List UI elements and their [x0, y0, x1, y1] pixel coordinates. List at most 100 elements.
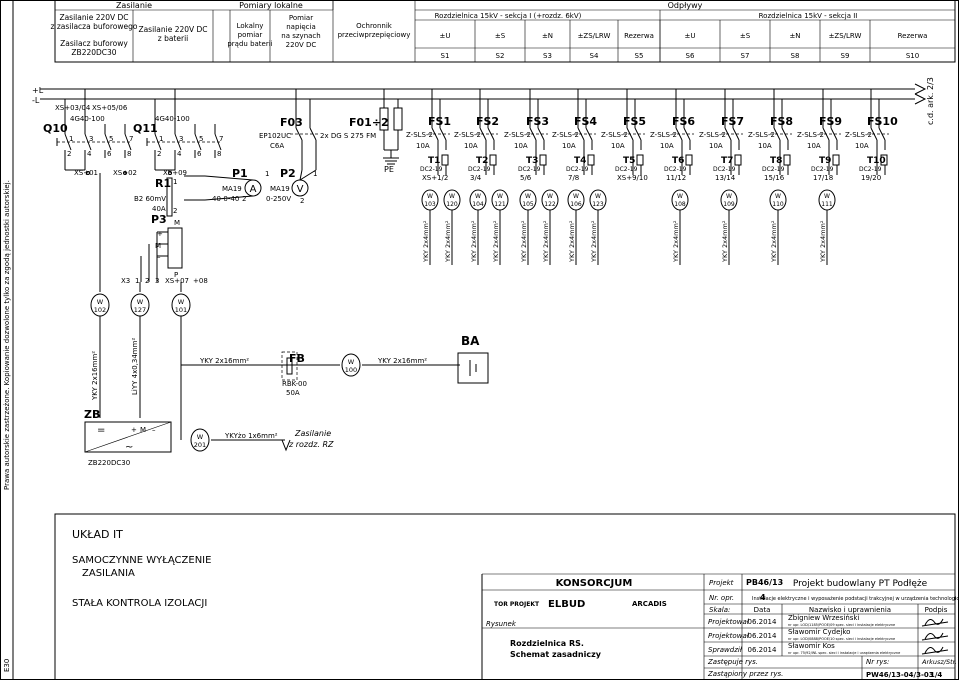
- r1-pin2: 2: [173, 207, 177, 215]
- fs-type: Z-SLS-2: [504, 131, 531, 139]
- xs-output-label: XS+9/10: [617, 174, 648, 182]
- terminal-dot: [168, 171, 172, 175]
- person-license: nr upr. 75/92/WL spec. sieci i instalacj…: [788, 651, 900, 655]
- section1-title: Rozdzielnica 15kV - sekcja I (+rozdz. 6k…: [435, 12, 582, 20]
- col2-line1: Zasilanie 220V DC: [138, 25, 207, 34]
- output-cable-spec: YKY 2x4mm²: [568, 220, 576, 263]
- odplywy-header: Odpływy: [668, 1, 703, 10]
- section2-column: ±U: [685, 32, 696, 40]
- xs0506-label: XS+05/06: [92, 104, 128, 112]
- fs-type: Z-SLS-2: [406, 131, 433, 139]
- f03-rating: C6A: [270, 142, 284, 150]
- nr-rys-value: PW46/13-04/3-03: [866, 671, 934, 679]
- fs-breaker-label: FS10: [867, 115, 898, 128]
- xs-output-label: 13/14: [715, 174, 736, 182]
- surge-arrester: [393, 107, 403, 131]
- fs-type: Z-SLS-2: [552, 131, 579, 139]
- t-relay-label: T7: [721, 156, 733, 166]
- cable-w-number: 122: [544, 201, 556, 208]
- section2-column: ±ZS/LRW: [829, 32, 862, 40]
- t-relay-label: T4: [574, 156, 586, 166]
- q11-pin-top: 5: [199, 135, 203, 143]
- col1-line4: ZB220DC30: [71, 48, 116, 57]
- ground-symbol: [383, 157, 399, 165]
- p2-terminal2: 2: [300, 197, 304, 205]
- xs-output-label: 11/12: [666, 174, 686, 182]
- rysunek-title2: Schemat zasadniczy: [510, 650, 602, 659]
- t-relay-coil: [734, 154, 742, 166]
- wire: [84, 421, 172, 453]
- q11-type: 4G40-100: [155, 115, 190, 123]
- t-relay-label: T2: [476, 156, 488, 166]
- t-relay-label: T3: [526, 156, 538, 166]
- s-column-label: S7: [741, 52, 750, 60]
- continuation-reference: c.d. ark. 2/3: [926, 77, 935, 125]
- q11-label: Q11: [133, 122, 158, 135]
- r1-type: B2 60mV: [134, 195, 166, 203]
- x3-terminal: 2: [145, 277, 149, 285]
- zb-minus: –: [152, 426, 156, 434]
- fs-rating: 10A: [807, 142, 821, 150]
- role-date: 06.2014: [748, 646, 777, 654]
- section1-column: ±ZS/LRW: [578, 32, 611, 40]
- q11-pin-bottom: 6: [197, 150, 202, 158]
- cable-w127-bubble-text: W: [137, 298, 144, 306]
- t-relay-label: T6: [672, 156, 684, 166]
- cable-w-letter: W: [726, 193, 732, 200]
- cable-w-letter: W: [677, 193, 683, 200]
- xs-output-label: 17/18: [813, 174, 833, 182]
- bus-minus-label: -L: [32, 96, 40, 105]
- p2-type: MA19: [270, 185, 290, 193]
- zasilanie-header: Zasilanie: [116, 1, 152, 10]
- xs-output-label: 5/6: [520, 174, 532, 182]
- zb-dc-symbol: =: [97, 425, 105, 436]
- role-label: Projektował: [708, 632, 750, 640]
- q11-pin-bottom: 2: [157, 150, 161, 158]
- title-block-frame: [54, 513, 956, 680]
- nazwisko-header: Nazwisko i uprawnienia: [809, 606, 891, 614]
- zasilanie-rz-label2: z rozdz. RZ: [288, 440, 334, 449]
- t-relay-coil: [832, 154, 840, 166]
- pe-label: PE: [384, 165, 394, 174]
- t-relay-type: DC2-19: [615, 166, 638, 173]
- cable-201-spec: YKYżo 1x6mm²: [224, 432, 278, 440]
- col1-line1: Zasilanie 220V DC: [59, 13, 128, 22]
- q11-pin-top: 7: [219, 135, 223, 143]
- cable-w-number: 104: [472, 201, 484, 208]
- t-relay-type: DC2-19: [420, 166, 443, 173]
- zb-type: ZB220DC30: [88, 459, 130, 467]
- q10-pin-bottom: 4: [87, 150, 92, 158]
- col3-line2: pomiar: [238, 31, 263, 39]
- x3-terminal: 3: [155, 277, 159, 285]
- cable-w-number: 123: [592, 201, 604, 208]
- t-relay-coil: [539, 154, 547, 166]
- signature-scribble: [921, 632, 949, 641]
- cable-w201-bubble-text: W: [197, 433, 204, 441]
- t-relay-label: T10: [867, 156, 886, 166]
- s-column-label: S1: [441, 52, 450, 60]
- t-relay-label: T1: [428, 156, 440, 166]
- tor-projekt-logo: TOR PROJEKT: [494, 601, 540, 608]
- cable-w-number: 110: [772, 201, 784, 208]
- projekt-number: PB46/13: [746, 578, 783, 587]
- p2-label: P2: [280, 167, 296, 180]
- copyright-vertical-text: Prawa autorskie zastrzeżone. Kopiowanie …: [3, 180, 11, 490]
- person-license: nr upr. LOD/1185/POOE/09 spec. sieci i i…: [788, 623, 895, 627]
- role-date: 06.2014: [748, 632, 777, 640]
- p1-range: 40-0-40: [212, 195, 239, 203]
- bus-continuation-arrow: [914, 83, 927, 95]
- fb-fuse-box: [281, 351, 298, 381]
- zastapiony-label: Zastąpiony przez rys.: [707, 670, 783, 678]
- cable-w127-bubble-text: 127: [134, 306, 146, 314]
- fb-fuse: [286, 357, 293, 375]
- p2-range: 0-250V: [266, 195, 291, 203]
- t-relay-type: DC2-19: [468, 166, 491, 173]
- cable-w101-bubble-text: 101: [175, 306, 187, 314]
- role-label: Sprawdził: [708, 646, 743, 654]
- cable-w-number: 106: [570, 201, 582, 208]
- voltmeter-symbol: V: [297, 184, 304, 195]
- ammeter-symbol: A: [250, 184, 257, 195]
- podpis-header: Podpis: [925, 606, 948, 614]
- wire: [295, 127, 303, 141]
